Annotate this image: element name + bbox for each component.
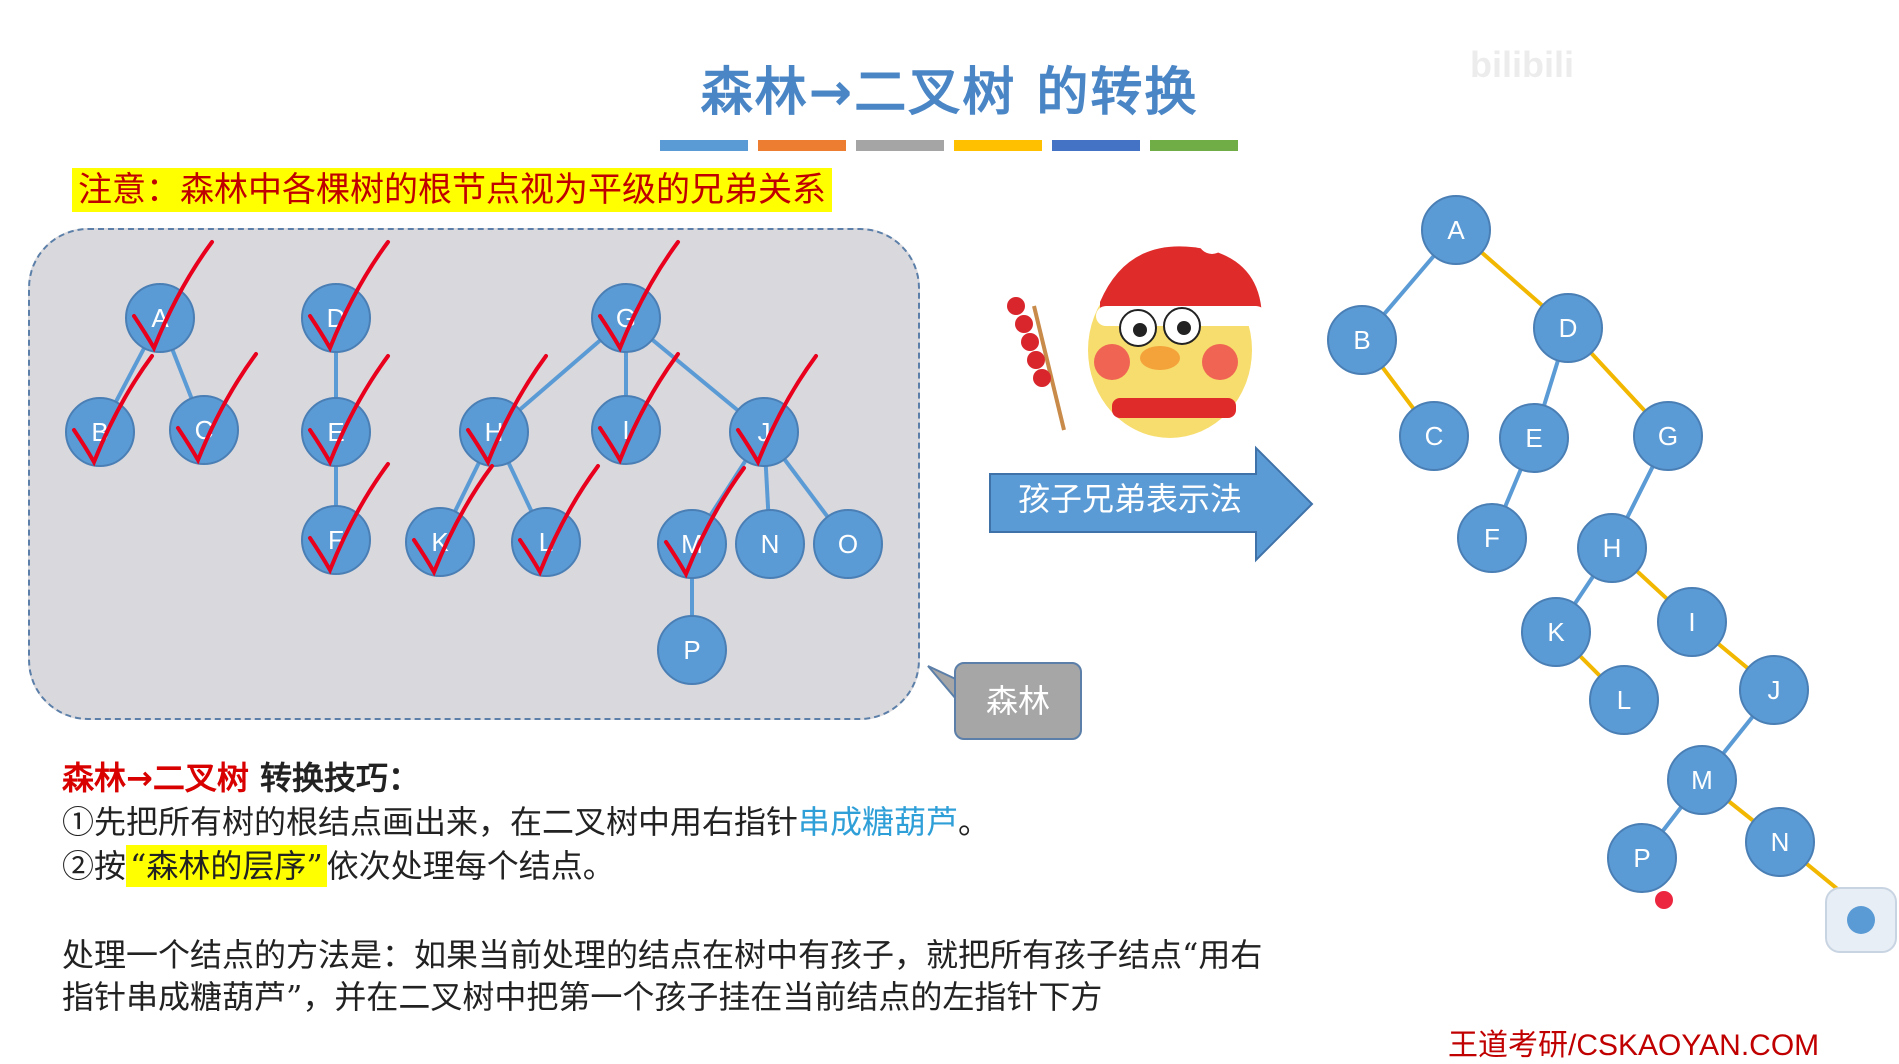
arrow-label: 孩子兄弟表示法 bbox=[1017, 480, 1242, 518]
binary-node-label: B bbox=[1353, 325, 1370, 355]
check-mark bbox=[412, 464, 494, 577]
binary-node-h: H bbox=[1577, 513, 1647, 583]
forest-label-bubble: 森林 bbox=[954, 662, 1082, 740]
forest-node-label: I bbox=[622, 415, 629, 445]
check-mark bbox=[176, 352, 258, 465]
check-mark bbox=[664, 466, 746, 579]
binary-node-b: B bbox=[1327, 305, 1397, 375]
step1-blue: 串成糖葫芦 bbox=[798, 803, 959, 841]
binary-node-p: P bbox=[1607, 823, 1677, 893]
check-mark bbox=[466, 354, 548, 467]
color-bar bbox=[1150, 140, 1238, 151]
binary-node-i: I bbox=[1657, 587, 1727, 657]
method-description: 处理一个结点的方法是：如果当前处理的结点在树中有孩子，就把所有孩子结点“用右 指… bbox=[62, 934, 1462, 1018]
step1-prefix: ①先把所有树的根结点画出来，在二叉树中用右指针 bbox=[62, 803, 799, 841]
cursor-dot bbox=[1655, 891, 1673, 909]
step1-suffix: 。 bbox=[958, 803, 991, 841]
check-mark bbox=[308, 240, 390, 353]
step2-prefix: ②按 bbox=[62, 847, 127, 885]
conversion-tips: 森林→二叉树 转换技巧： ①先把所有树的根结点画出来，在二叉树中用右指针串成糖葫… bbox=[62, 756, 990, 888]
color-bar bbox=[1052, 140, 1140, 151]
binary-node-k: K bbox=[1521, 597, 1591, 667]
binary-node-g: G bbox=[1633, 401, 1703, 471]
tips-heading-red: 森林→二叉树 bbox=[62, 759, 249, 797]
forest-node-n: N bbox=[735, 509, 805, 579]
binary-node-label: F bbox=[1484, 523, 1500, 553]
check-mark bbox=[736, 354, 818, 467]
note-banner: 注意：森林中各棵树的根节点视为平级的兄弟关系 bbox=[72, 168, 832, 212]
forest-checks bbox=[72, 240, 818, 579]
check-mark bbox=[598, 240, 680, 353]
forest-edges bbox=[98, 316, 850, 650]
binary-node-a: A bbox=[1421, 195, 1491, 265]
binary-node-label: E bbox=[1525, 423, 1542, 453]
tips-heading-rest: 转换技巧： bbox=[248, 759, 420, 797]
color-bar bbox=[856, 140, 944, 151]
footer-brand: 王道考研/CSKAOYAN.COM bbox=[1448, 1029, 1820, 1062]
binary-node-m: M bbox=[1667, 745, 1737, 815]
binary-node-label: C bbox=[1425, 421, 1444, 451]
binary-node-label: M bbox=[1691, 765, 1713, 795]
binary-node-label: H bbox=[1603, 533, 1622, 563]
binary-node-label: N bbox=[1771, 827, 1790, 857]
binary-node-label: K bbox=[1547, 617, 1565, 647]
page-title: 森林→二叉树 的转换 bbox=[700, 63, 1199, 123]
binary-node-label: D bbox=[1559, 313, 1578, 343]
binary-node-label: A bbox=[1447, 215, 1465, 245]
tips-step-1: ①先把所有树的根结点画出来，在二叉树中用右指针串成糖葫芦。 bbox=[62, 800, 990, 844]
binary-node-j: J bbox=[1739, 655, 1809, 725]
binary-node-label: G bbox=[1658, 421, 1678, 451]
binary-tree-nodes: A B D C E G F H K I L J M P N bbox=[1327, 195, 1815, 893]
check-mark bbox=[598, 352, 680, 465]
binary-node-label: J bbox=[1768, 675, 1781, 705]
color-bar bbox=[758, 140, 846, 151]
check-mark bbox=[518, 464, 600, 577]
tips-heading: 森林→二叉树 转换技巧： bbox=[62, 756, 990, 800]
method-line-1: 处理一个结点的方法是：如果当前处理的结点在树中有孩子，就把所有孩子结点“用右 bbox=[62, 936, 1263, 974]
binary-node-e: E bbox=[1499, 403, 1569, 473]
conversion-arrow bbox=[989, 445, 1314, 563]
player-icon-glyph bbox=[1847, 906, 1875, 934]
forest-node-o: O bbox=[813, 509, 883, 579]
step2-highlight: “森林的层序” bbox=[126, 845, 327, 887]
check-mark bbox=[308, 462, 390, 575]
binary-node-label: I bbox=[1688, 607, 1695, 637]
binary-node-label: L bbox=[1617, 685, 1631, 715]
check-mark bbox=[308, 354, 390, 467]
color-bar bbox=[660, 140, 748, 151]
mascot-illustration bbox=[1007, 226, 1266, 438]
watermark: bilibili bbox=[1470, 44, 1574, 85]
forest-node-label: P bbox=[683, 635, 700, 665]
color-bar bbox=[954, 140, 1042, 151]
method-line-2: 指针串成糖葫芦”，并在二叉树中把第一个孩子挂在当前结点的左指针下方 bbox=[62, 978, 1103, 1016]
forest-node-label: N bbox=[761, 529, 780, 559]
binary-node-l: L bbox=[1589, 665, 1659, 735]
forest-node-label: J bbox=[758, 417, 771, 447]
binary-node-label: P bbox=[1633, 843, 1650, 873]
forest-node-label: O bbox=[838, 529, 858, 559]
binary-node-d: D bbox=[1533, 293, 1603, 363]
binary-node-c: C bbox=[1399, 401, 1469, 471]
binary-node-f: F bbox=[1457, 503, 1527, 573]
binary-node-n: N bbox=[1745, 807, 1815, 877]
tips-step-2: ②按“森林的层序”依次处理每个结点。 bbox=[62, 844, 990, 888]
forest-node-p: P bbox=[657, 615, 727, 685]
step2-suffix: 依次处理每个结点。 bbox=[326, 847, 615, 885]
check-mark bbox=[72, 354, 154, 467]
check-mark bbox=[132, 240, 214, 353]
